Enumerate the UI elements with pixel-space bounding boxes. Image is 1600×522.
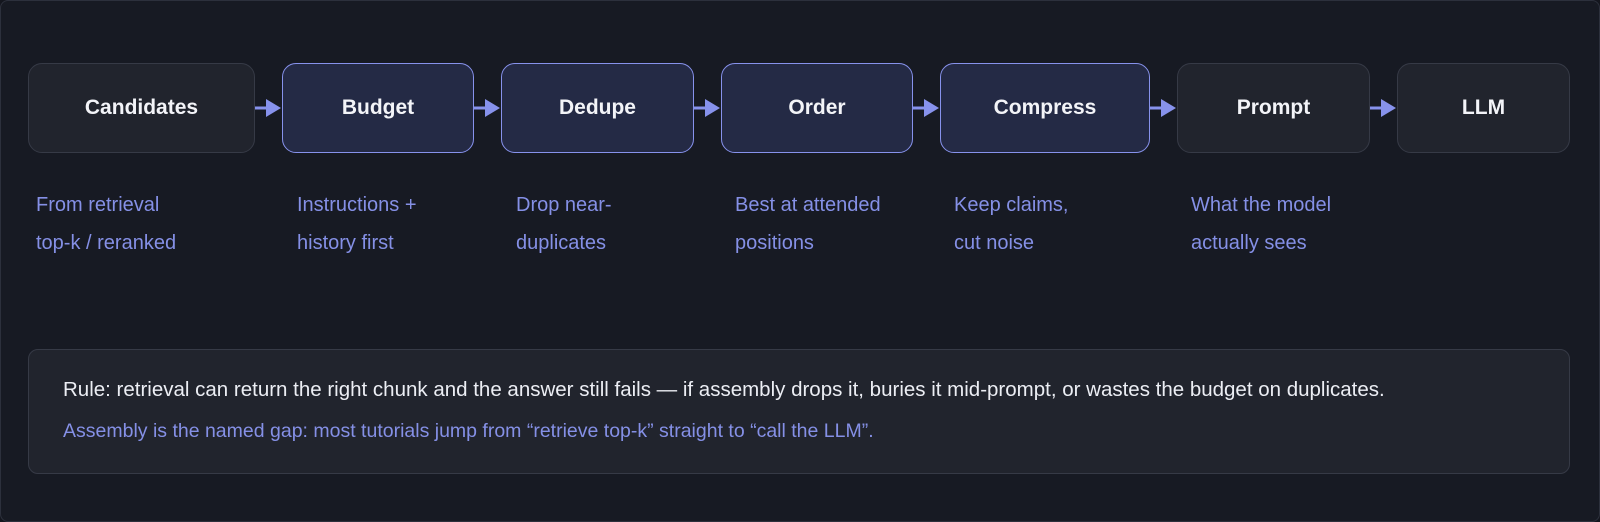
stage-llm-label: LLM <box>1461 96 1506 119</box>
caption-candidates: From retrieval top-k / reranked <box>36 186 176 262</box>
caption-order: Best at attended positions <box>735 186 881 262</box>
caption-compress: Keep claims, cut noise <box>954 186 1069 262</box>
arrow-icon <box>1370 99 1396 117</box>
stage-compress: Compress <box>940 63 1150 153</box>
rule-subtext: Assembly is the named gap: most tutorial… <box>63 420 874 442</box>
stage-dedupe: Dedupe <box>501 63 694 153</box>
caption-line: history first <box>297 232 394 254</box>
caption-dedupe: Drop near- duplicates <box>516 186 612 262</box>
arrow-icon <box>255 99 281 117</box>
stage-candidates-label: Candidates <box>84 96 199 119</box>
arrow-icon <box>474 99 500 117</box>
stage-dedupe-label: Dedupe <box>558 96 636 119</box>
caption-line: Best at attended <box>735 194 881 216</box>
caption-line: What the model <box>1191 194 1332 216</box>
stage-prompt: Prompt <box>1177 63 1370 153</box>
stage-candidates: Candidates <box>28 63 255 153</box>
caption-line: Keep claims, <box>954 194 1069 216</box>
caption-line: From retrieval <box>36 194 160 216</box>
caption-line: top-k / reranked <box>36 232 177 254</box>
stage-llm: LLM <box>1397 63 1570 153</box>
arrow-icon <box>694 99 720 117</box>
stage-budget-label: Budget <box>341 96 415 119</box>
caption-prompt: What the model actually sees <box>1191 186 1331 262</box>
stage-prompt-label: Prompt <box>1236 96 1311 119</box>
rule-callout: Rule: retrieval can return the right chu… <box>28 349 1570 474</box>
caption-line: Drop near- <box>516 194 612 216</box>
stage-order: Order <box>721 63 913 153</box>
caption-line: positions <box>735 232 814 254</box>
caption-line: duplicates <box>516 232 607 254</box>
stage-compress-label: Compress <box>993 96 1097 119</box>
arrow-icon <box>913 99 939 117</box>
caption-line: cut noise <box>954 232 1035 254</box>
caption-budget: Instructions + history first <box>297 186 417 262</box>
arrow-icon <box>1150 99 1176 117</box>
stage-order-label: Order <box>788 96 846 119</box>
caption-line: actually sees <box>1191 232 1307 254</box>
rule-text: Rule: retrieval can return the right chu… <box>63 378 1385 401</box>
caption-line: Instructions + <box>297 194 417 216</box>
stage-budget: Budget <box>282 63 474 153</box>
